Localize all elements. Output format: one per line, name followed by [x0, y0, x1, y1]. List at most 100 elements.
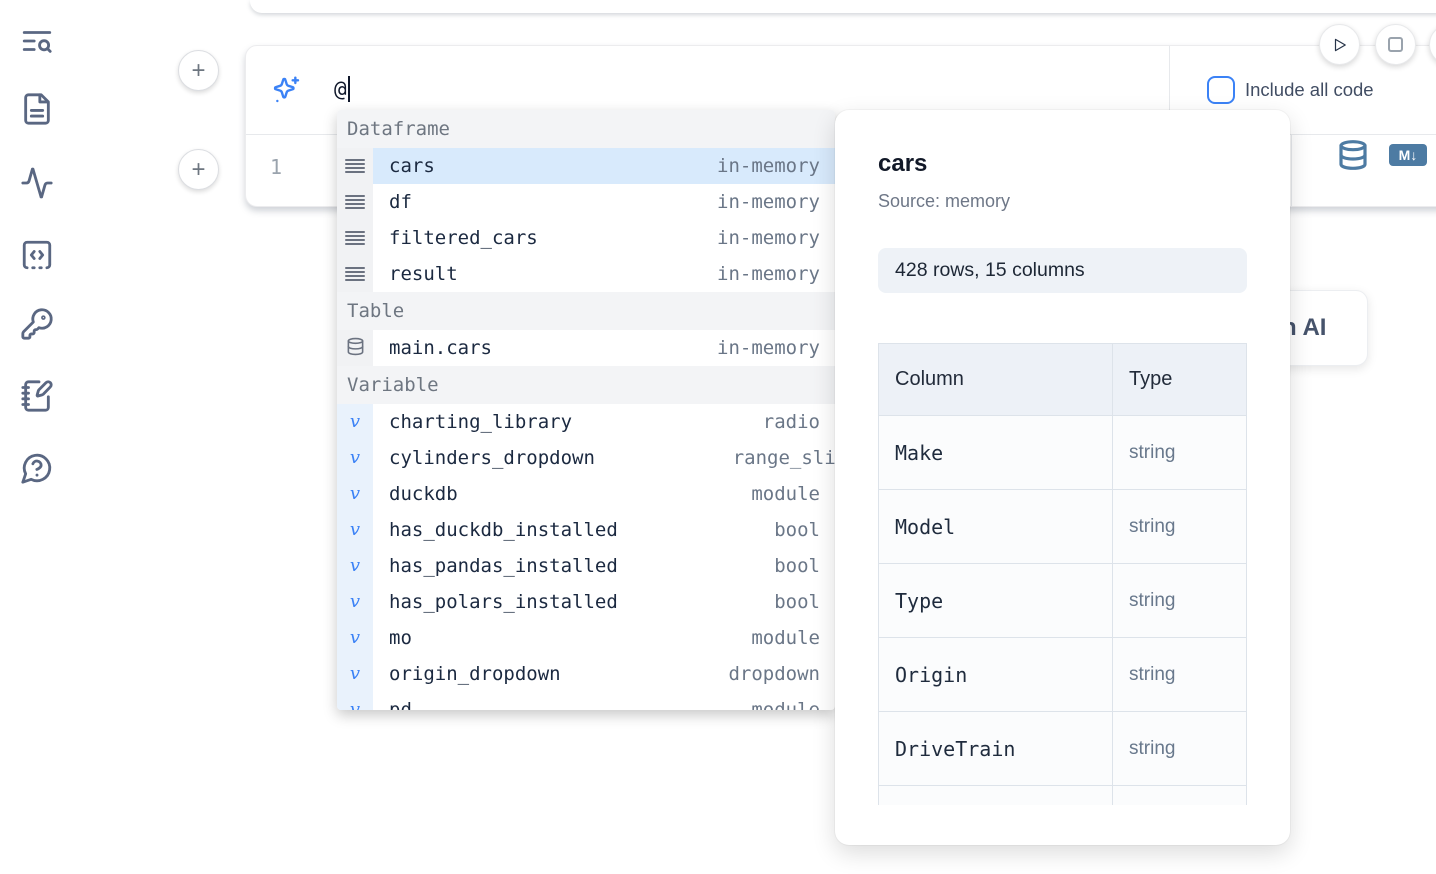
code-editor-row[interactable]: 1 M↓	[246, 135, 1436, 206]
dataframe-rows-icon	[345, 193, 365, 211]
item-type: module	[751, 627, 820, 649]
item-type: module	[751, 699, 820, 710]
sidebar-files-button[interactable]	[18, 90, 56, 128]
item-name: result	[389, 263, 458, 285]
editor-divider	[1291, 135, 1292, 206]
dataframe-rows-icon	[345, 265, 365, 283]
preview-schema-table: Column Type Make string Model string Typ…	[878, 343, 1247, 805]
autocomplete-item-main-cars[interactable]: main.cars in-memory	[337, 330, 835, 366]
ai-prompt-options: Include all code	[1169, 46, 1436, 134]
item-name: filtered_cars	[389, 227, 538, 249]
item-name: charting_library	[389, 411, 573, 433]
autocomplete-item-has-polars-installed[interactable]: v has_polars_installed bool	[337, 584, 835, 620]
column-name-cell: DriveTrain	[878, 711, 1113, 786]
table-row-partial	[878, 785, 1247, 805]
variable-icon: v	[349, 627, 361, 648]
convert-to-markdown-button[interactable]: M↓	[1389, 144, 1427, 166]
column-type-cell: string	[1112, 415, 1247, 490]
dataframe-rows-icon	[345, 157, 365, 175]
column-type-cell: string	[1112, 711, 1247, 786]
variable-icon: v	[349, 663, 361, 684]
variable-icon: v	[349, 519, 361, 540]
dataframe-preview-panel: cars Source: memory 428 rows, 15 columns…	[835, 110, 1290, 845]
sidebar-secrets-button[interactable]	[18, 305, 56, 343]
variable-icon: v	[349, 555, 361, 576]
table-row: Make string	[878, 415, 1247, 490]
variable-icon: v	[349, 699, 361, 711]
item-name: duckdb	[389, 483, 458, 505]
convert-to-sql-button[interactable]	[1337, 139, 1369, 171]
preview-title: cars	[878, 150, 928, 177]
item-type: in-memory	[717, 337, 820, 359]
run-cell-button[interactable]	[1319, 24, 1360, 65]
column-type-cell: string	[1112, 489, 1247, 564]
column-name-cell: Make	[878, 415, 1113, 490]
dataframe-rows-icon	[345, 229, 365, 247]
sidebar-snippets-button[interactable]	[18, 377, 56, 415]
table-row: DriveTrain string	[878, 711, 1247, 786]
item-type: radio	[762, 411, 820, 433]
line-number: 1	[270, 155, 283, 179]
autocomplete-item-filtered-cars[interactable]: filtered_cars in-memory	[337, 220, 835, 256]
text-search-icon	[22, 31, 52, 53]
ai-prompt-input[interactable]: @	[334, 76, 350, 102]
add-cell-above-button[interactable]: +	[178, 50, 219, 91]
help-chat-icon	[21, 453, 52, 484]
column-name-cell: Model	[878, 489, 1113, 564]
table-database-icon	[346, 337, 365, 360]
stop-cell-button[interactable]	[1375, 24, 1416, 65]
item-name: main.cars	[389, 337, 492, 359]
item-name: has_polars_installed	[389, 591, 618, 613]
play-icon	[1334, 38, 1346, 51]
autocomplete-item-partial[interactable]: v pd module	[337, 692, 835, 710]
item-type: bool	[774, 519, 820, 541]
item-type: in-memory	[717, 263, 820, 285]
sidebar-scratchpad-button[interactable]	[18, 236, 56, 274]
activity-icon	[21, 167, 53, 199]
file-text-icon	[24, 93, 50, 125]
column-name-cell: Type	[878, 563, 1113, 638]
sidebar-activity-button[interactable]	[18, 164, 56, 202]
key-icon	[21, 308, 53, 340]
sidebar-search-button[interactable]	[18, 22, 56, 60]
add-cell-below-button[interactable]: +	[178, 149, 219, 190]
item-type: bool	[774, 555, 820, 577]
preview-table-wrap: Column Type Make string Model string Typ…	[878, 343, 1247, 805]
section-header-variable: Variable	[337, 366, 835, 404]
prompt-value: @	[334, 77, 347, 101]
item-type: dropdown	[728, 663, 820, 685]
notebook-pen-icon	[21, 380, 53, 412]
item-name: mo	[389, 627, 412, 649]
autocomplete-item-mo[interactable]: v mo module	[337, 620, 835, 656]
item-type: bool	[774, 591, 820, 613]
include-all-code-checkbox[interactable]	[1207, 76, 1235, 104]
sidebar-help-button[interactable]	[18, 449, 56, 487]
column-name-cell: Origin	[878, 637, 1113, 712]
item-name: pd	[389, 699, 412, 710]
sparkles-icon	[273, 76, 300, 103]
autocomplete-item-result[interactable]: result in-memory	[337, 256, 835, 292]
stop-icon	[1388, 37, 1403, 52]
column-type-cell: string	[1112, 563, 1247, 638]
text-caret	[347, 76, 350, 102]
table-row: Model string	[878, 489, 1247, 564]
item-type: in-memory	[717, 227, 820, 249]
item-type: range_slider	[732, 447, 835, 469]
column-type-cell: string	[1112, 637, 1247, 712]
autocomplete-item-df[interactable]: df in-memory	[337, 184, 835, 220]
database-icon	[1339, 140, 1367, 170]
item-type: in-memory	[717, 191, 820, 213]
item-type: in-memory	[717, 155, 820, 177]
type-header: Type	[1112, 343, 1247, 416]
variable-icon: v	[349, 591, 361, 612]
item-name: df	[389, 191, 412, 213]
